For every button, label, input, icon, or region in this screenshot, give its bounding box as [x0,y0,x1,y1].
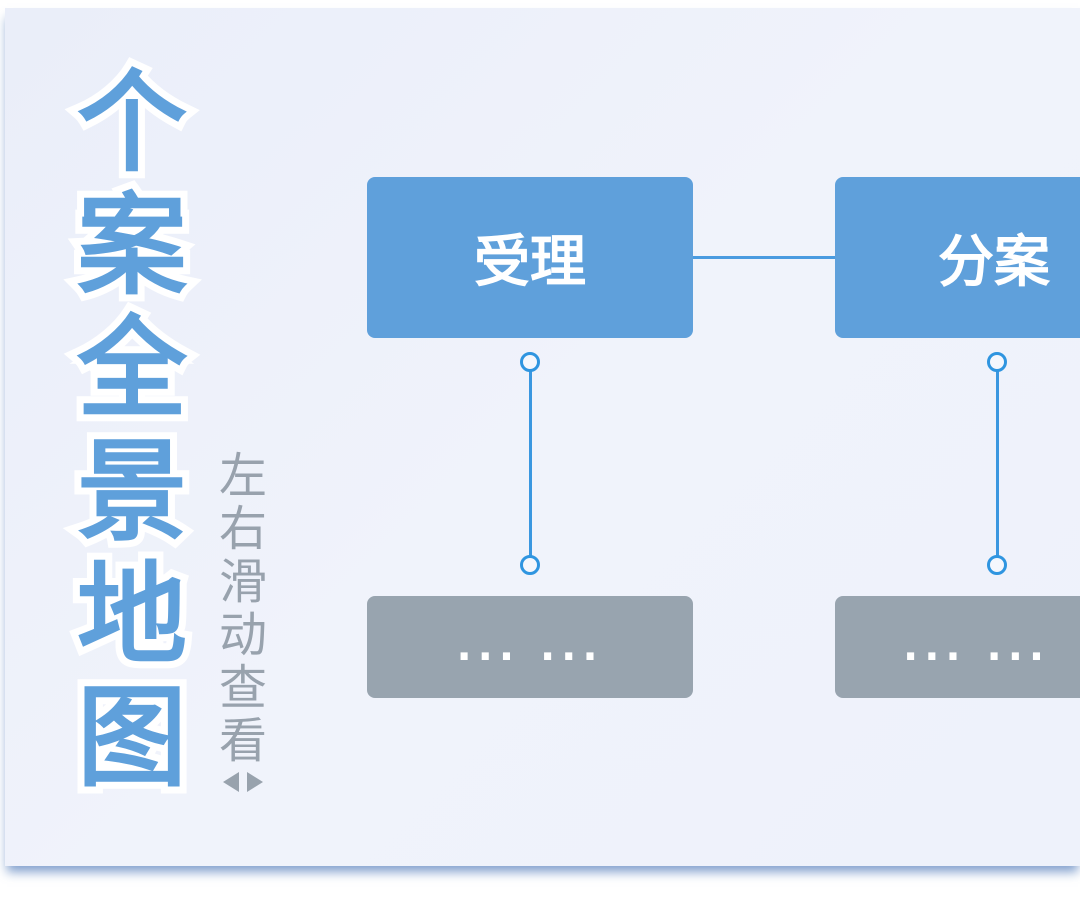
stage-detail-box[interactable]: ... ... [367,596,693,698]
arrow-left-icon [223,772,239,792]
title-char: 个 [70,55,194,192]
title-char: 案 [70,178,194,315]
map-panel[interactable] [5,8,1080,866]
stage-detail: ... ... [903,624,1051,670]
hint-char: 看 [218,713,267,769]
stage-node-assign[interactable]: 分案 [835,177,1080,338]
connector-node-icon [987,555,1007,575]
page-title: 个 案 全 景 地 图 [66,55,198,807]
connector-node-icon [520,352,540,372]
stage-node-accept[interactable]: 受理 [367,177,693,338]
title-char: 地 [70,547,194,684]
stage-label: 受理 [474,230,586,295]
stage-label: 分案 [938,230,1050,295]
detail-connector [996,370,999,560]
stage-connector [693,256,835,259]
hint-char: 动 [218,607,267,663]
title-char: 景 [70,424,194,561]
hint-char: 左 [218,448,267,504]
hint-char: 滑 [218,554,267,610]
arrow-right-icon [247,772,263,792]
left-right-arrows-icon [223,772,263,792]
connector-node-icon [520,555,540,575]
detail-connector [529,370,532,560]
connector-node-icon [987,352,1007,372]
swipe-hint: 左 右 滑 动 查 看 [214,450,272,792]
title-char: 图 [70,670,194,807]
stage-detail-box[interactable]: ... ... [835,596,1080,698]
hint-char: 右 [218,501,267,557]
hint-char: 查 [218,660,267,716]
title-char: 全 [70,301,194,438]
stage-detail: ... ... [456,624,604,670]
